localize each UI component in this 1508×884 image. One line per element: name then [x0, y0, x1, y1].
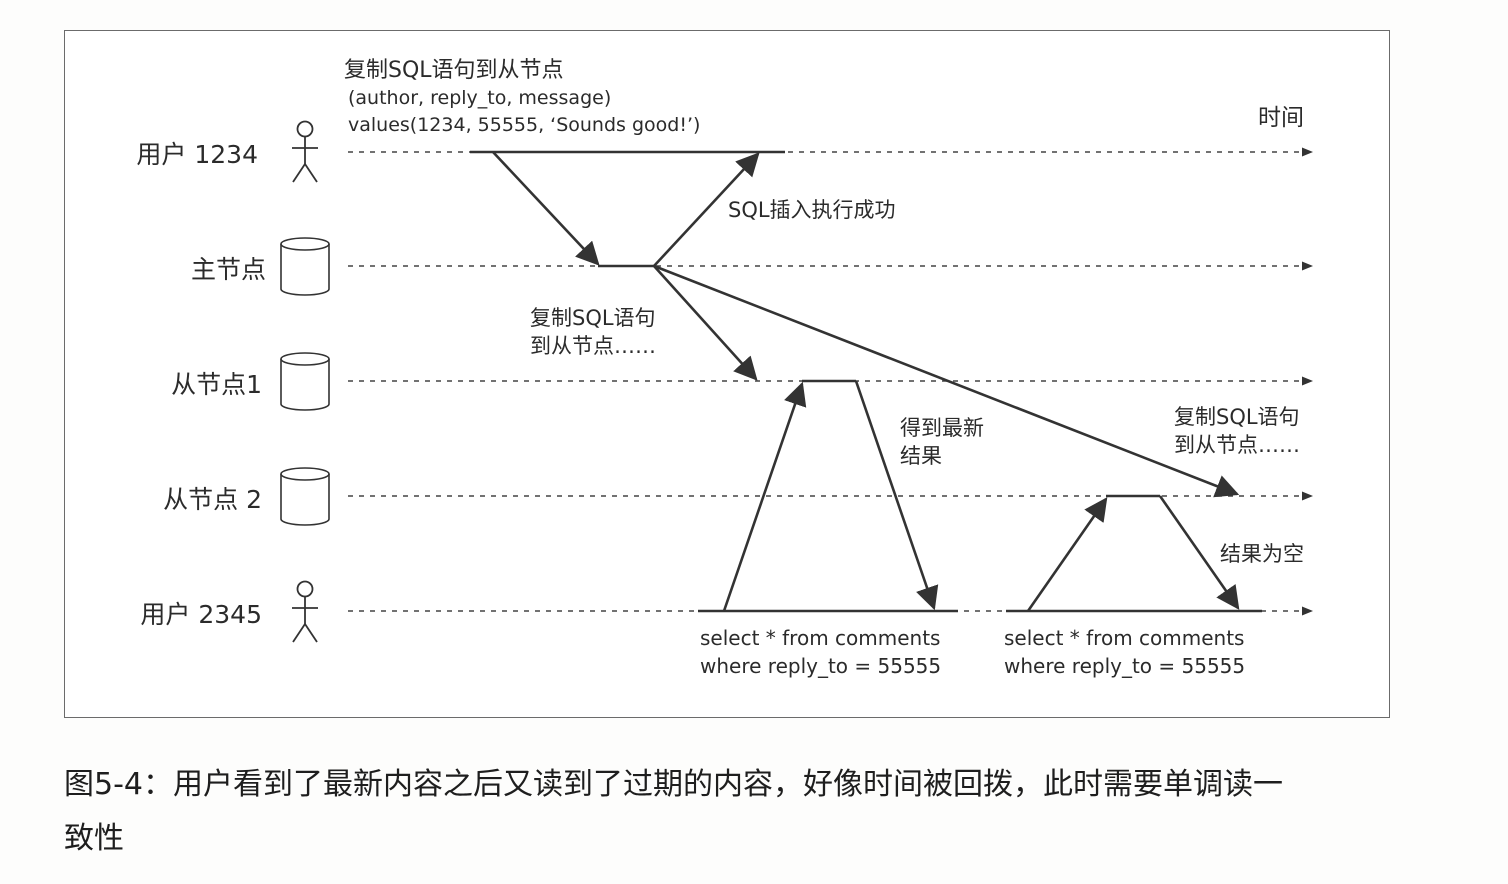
query-1-line1: select * from comments — [700, 626, 941, 650]
replicate-note-2: 复制SQL语句 到从节点…… — [1174, 403, 1300, 459]
follower1-database-icon — [280, 352, 330, 411]
replicate-note-2-line1: 复制SQL语句 — [1174, 405, 1300, 429]
actor-label-follower1: 从节点1 — [171, 370, 262, 399]
query-2-line2: where reply_to = 55555 — [1004, 654, 1246, 678]
query-1-line2: where reply_to = 55555 — [700, 654, 942, 678]
empty-result-label: 结果为空 — [1220, 542, 1304, 566]
replicate-note-1-line2: 到从节点…… — [530, 334, 656, 358]
replicate-follower2-arrow — [653, 264, 1240, 498]
figure-caption-line1: 图5-4：用户看到了最新内容之后又读到了过期的内容，好像时间被回拨，此时需要单调… — [64, 767, 1283, 802]
actor-label-user2: 用户 2345 — [140, 600, 262, 629]
figure-caption-line2: 致性 — [64, 821, 124, 856]
replicate-note-2-line2: 到从节点…… — [1174, 433, 1300, 457]
write-note-line3: values(1234, 55555, ‘Sounds good!’) — [348, 114, 701, 136]
query-note-1: select * from comments where reply_to = … — [700, 624, 941, 680]
latest-result-line2: 结果 — [900, 444, 942, 468]
actor-label-follower2: 从节点 2 — [163, 485, 262, 514]
write-request-arrow — [492, 151, 600, 266]
actor-label-user1: 用户 1234 — [136, 140, 258, 169]
read2-request-arrow — [1026, 497, 1108, 612]
user-2345-icon — [292, 580, 318, 643]
write-note-line1: 复制SQL语句到从节点 — [344, 58, 564, 83]
follower2-database-icon — [280, 467, 330, 526]
replicate-follower1-arrow — [653, 265, 758, 381]
insert-ok-arrow — [653, 152, 760, 267]
leader-database-icon — [280, 237, 330, 296]
insert-ok-label: SQL插入执行成功 — [728, 198, 896, 222]
read1-response-arrow — [854, 380, 939, 611]
query-2-line1: select * from comments — [1004, 626, 1245, 650]
user-1234-icon — [292, 120, 318, 183]
read1-request-arrow — [722, 381, 807, 612]
figure-caption: 图5-4：用户看到了最新内容之后又读到了过期的内容，好像时间被回拨，此时需要单调… — [64, 758, 1404, 866]
replicate-note-1: 复制SQL语句 到从节点…… — [530, 304, 656, 360]
query-note-2: select * from comments where reply_to = … — [1004, 624, 1245, 680]
actor-label-leader: 主节点 — [190, 255, 266, 284]
time-axis-label: 时间 — [1258, 105, 1304, 131]
write-note: 复制SQL语句到从节点 (author, reply_to, message) … — [344, 56, 700, 139]
read2-response-arrow — [1158, 495, 1240, 610]
write-note-line2: (author, reply_to, message) — [348, 87, 612, 109]
replicate-note-1-line1: 复制SQL语句 — [530, 306, 656, 330]
latest-result-note: 得到最新 结果 — [900, 414, 984, 470]
latest-result-line1: 得到最新 — [900, 416, 984, 440]
